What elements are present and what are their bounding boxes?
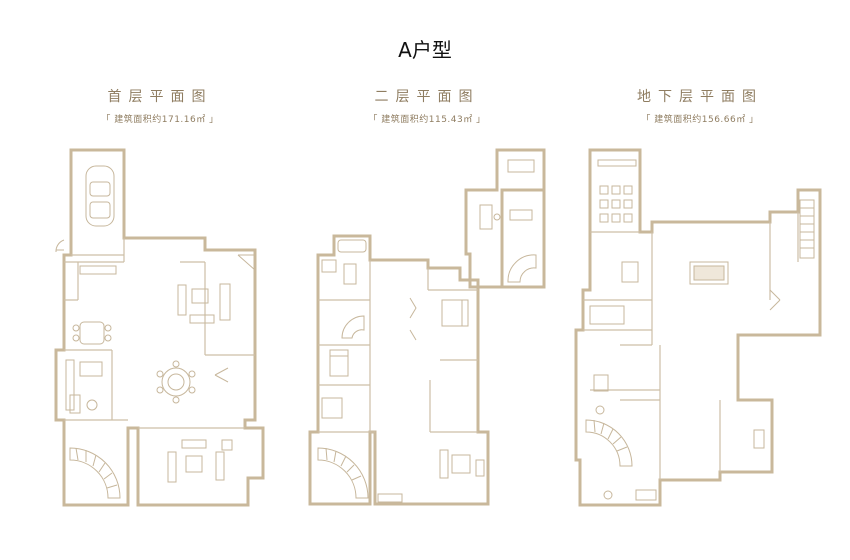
sofa-icon <box>439 449 485 479</box>
basement-spiral-stair-icon <box>585 419 633 467</box>
living-sofa-icon <box>177 283 231 324</box>
second-floor-spiral-stair-icon <box>317 447 369 499</box>
plan-area-ground-floor: 「 建筑面积约171.16㎡ 」 <box>101 115 219 125</box>
lounge-sofa-icon <box>167 439 233 483</box>
plan-header-second-floor: 二层平面图 「 建筑面积约115.43㎡ 」 <box>307 86 547 125</box>
ground-floor-plan <box>54 148 265 507</box>
plan-name-ground-floor: 首层平面图 <box>107 89 213 105</box>
plan-name-basement: 地下层平面图 <box>637 89 763 105</box>
master-bed-icon <box>441 299 469 327</box>
round-table-icon <box>156 360 196 404</box>
plan-header-basement: 地下层平面图 「 建筑面积约156.66㎡ 」 <box>580 86 820 125</box>
plan-area-basement: 「 建筑面积约156.66㎡ 」 <box>641 115 759 125</box>
billiard-table-icon <box>689 261 729 285</box>
spiral-stair-icon <box>69 447 121 499</box>
study-desk-icon <box>479 159 535 230</box>
second-floor-plan <box>308 148 546 506</box>
second-floor-upper-stair-icon <box>507 254 537 283</box>
plan-header-ground-floor: 首层平面图 「 建筑面积约171.16㎡ 」 <box>40 86 280 125</box>
outdoor-stairs-icon <box>799 199 815 259</box>
car-icon <box>85 165 115 227</box>
page-title: A户型 <box>398 38 452 62</box>
cinema-seats-icon <box>597 159 637 223</box>
basement-plan <box>574 148 822 507</box>
dining-table-icon <box>72 321 112 345</box>
plan-area-second-floor: 「 建筑面积约115.43㎡ 」 <box>368 115 486 125</box>
plan-name-second-floor: 二层平面图 <box>374 89 480 105</box>
bed-icon <box>329 349 349 377</box>
second-floor-stair-icon <box>341 315 365 339</box>
